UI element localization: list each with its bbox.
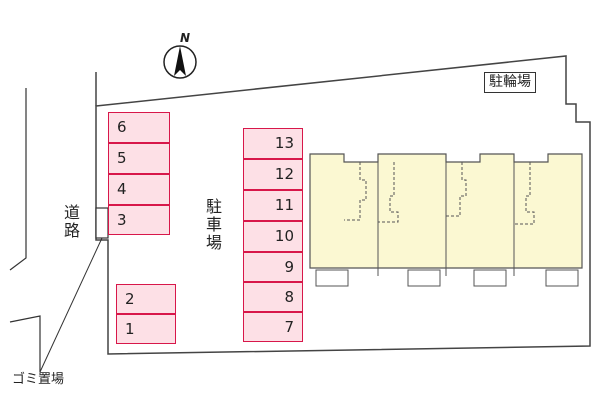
- compass-north-label: N: [180, 31, 191, 45]
- parking-slot: 6: [108, 112, 170, 143]
- parking-slot: 7: [243, 312, 303, 342]
- parking-slot: 4: [108, 174, 170, 205]
- parking-slot: 13: [243, 128, 303, 159]
- north-compass: [163, 45, 197, 79]
- parking-slot: 2: [116, 284, 176, 314]
- road-edge-upper: [9, 88, 27, 271]
- bicycle-parking-label: 駐輪場: [484, 72, 536, 94]
- parking-slot: 10: [243, 221, 303, 252]
- apartment-building: [309, 153, 583, 287]
- road-label: 道路: [61, 204, 80, 240]
- garbage-area-label: ゴミ置場: [12, 372, 65, 387]
- parking-slot: 5: [108, 143, 170, 174]
- parking-slot: 11: [243, 190, 303, 221]
- parking-slot: 12: [243, 159, 303, 190]
- parking-area-label: 駐車場: [203, 198, 222, 252]
- garbage-leader-line: [39, 237, 103, 373]
- parking-slot: 9: [243, 252, 303, 282]
- garbage-area: [95, 207, 109, 239]
- parking-slot: 1: [116, 314, 176, 344]
- parking-slot: 8: [243, 282, 303, 312]
- road-edge-lower: [9, 315, 41, 372]
- parking-slot: 3: [108, 205, 170, 235]
